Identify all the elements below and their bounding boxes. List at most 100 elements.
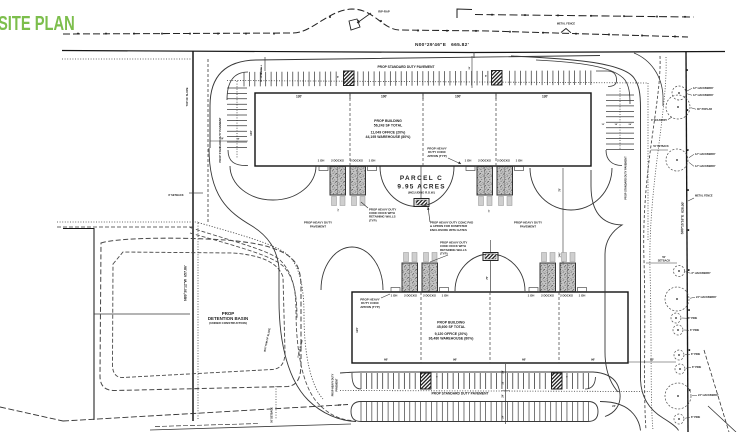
svg-text:PROP HEAVY DUTY: PROP HEAVY DUTY <box>369 208 396 212</box>
svg-text:PAVEMENT: PAVEMENT <box>310 224 326 228</box>
svg-text:PROP STANDARD DUTY PAVEMENT: PROP STANDARD DUTY PAVEMENT <box>431 392 488 396</box>
svg-text:66': 66' <box>522 358 526 362</box>
svg-text:TOP OF SLOPE: TOP OF SLOPE <box>185 87 189 106</box>
svg-text:8" PINE: 8" PINE <box>691 353 700 356</box>
svg-text:8" HACKBERRY: 8" HACKBERRY <box>692 272 711 275</box>
svg-text:75': 75' <box>558 188 562 192</box>
svg-text:(TYP): (TYP) <box>369 218 377 222</box>
svg-text:50': 50' <box>662 255 666 259</box>
svg-text:60': 60' <box>650 358 654 362</box>
svg-text:PROP STANDARD DUTY PAVEMENT: PROP STANDARD DUTY PAVEMENT <box>625 156 628 200</box>
svg-text:1 OH: 1 OH <box>465 159 472 163</box>
svg-text:PROP HEAVY DUTY: PROP HEAVY DUTY <box>514 221 542 225</box>
svg-text:PROP BUILDING: PROP BUILDING <box>437 321 465 325</box>
svg-text:24': 24' <box>502 394 505 398</box>
svg-text:PROP BUILDING: PROP BUILDING <box>374 119 402 123</box>
svg-text:75': 75' <box>485 276 489 280</box>
svg-text:1 OH: 1 OH <box>579 294 586 298</box>
svg-text:2 DOCKS: 2 DOCKS <box>560 294 573 298</box>
svg-text:50' SETBACK: 50' SETBACK <box>653 145 669 148</box>
svg-text:DUTY CONC: DUTY CONC <box>361 301 380 305</box>
svg-text:PROP HEAVY DUTY: PROP HEAVY DUTY <box>440 241 467 245</box>
svg-text:RETAINING WALLS: RETAINING WALLS <box>369 215 396 219</box>
svg-text:10' SETBACK: 10' SETBACK <box>260 68 263 83</box>
svg-text:15': 15' <box>489 209 491 212</box>
svg-text:96': 96' <box>591 358 595 362</box>
svg-text:18': 18' <box>237 139 240 141</box>
svg-text:2 DOCKS: 2 DOCKS <box>404 294 417 298</box>
svg-text:(UNDER CONSTRUCTION): (UNDER CONSTRUCTION) <box>209 321 247 325</box>
svg-text:CONC DOCK WITH: CONC DOCK WITH <box>369 211 395 215</box>
svg-text:TOP OF SLOPE: TOP OF SLOPE <box>297 339 304 358</box>
svg-text:12" HACKBERRY: 12" HACKBERRY <box>693 94 714 97</box>
svg-text:100': 100' <box>455 95 461 99</box>
svg-text:PROP: PROP <box>222 311 235 316</box>
svg-text:18' STALL: 18' STALL <box>260 64 263 75</box>
svg-text:1 OH: 1 OH <box>442 294 449 298</box>
svg-text:ENCLOSURE WITH GATES: ENCLOSURE WITH GATES <box>430 228 467 232</box>
svg-text:METAL FENCE: METAL FENCE <box>557 22 575 26</box>
svg-text:SETBACK: SETBACK <box>658 259 671 263</box>
svg-text:2 DOCKS: 2 DOCKS <box>350 159 363 163</box>
svg-text:120': 120' <box>355 327 359 333</box>
svg-text:24': 24' <box>220 138 224 141</box>
svg-text:2 DOCKS: 2 DOCKS <box>541 294 554 298</box>
svg-text:PROP HEAVY: PROP HEAVY <box>360 298 379 302</box>
svg-text:11,049 OFFICE (20%): 11,049 OFFICE (20%) <box>371 130 406 134</box>
svg-text:METAL FENCE: METAL FENCE <box>695 195 713 198</box>
svg-text:APRON (TYP): APRON (TYP) <box>427 154 447 158</box>
svg-text:8' SETBACK: 8' SETBACK <box>168 193 183 197</box>
svg-text:50' SETBACK: 50' SETBACK <box>271 407 274 423</box>
svg-text:75': 75' <box>338 208 340 211</box>
svg-text:24': 24' <box>468 66 471 69</box>
svg-text:1 OH: 1 OH <box>369 159 376 163</box>
svg-text:18': 18' <box>502 381 505 385</box>
svg-text:36,480 WAREHOUSE (80%): 36,480 WAREHOUSE (80%) <box>429 336 474 340</box>
svg-text:PAVEMENT: PAVEMENT <box>520 224 536 228</box>
svg-text:1 OH: 1 OH <box>516 159 523 163</box>
svg-text:96': 96' <box>453 358 457 362</box>
svg-text:PROP HEAVY DUTY CONC PAD: PROP HEAVY DUTY CONC PAD <box>430 221 473 225</box>
svg-text:DETENTION BASIN: DETENTION BASIN <box>208 316 248 321</box>
svg-text:2 DOCKS: 2 DOCKS <box>497 159 510 163</box>
svg-text:6': 6' <box>485 75 487 78</box>
svg-text:2 DOCKS: 2 DOCKS <box>423 294 436 298</box>
svg-text:2 DOCKS: 2 DOCKS <box>478 159 491 163</box>
svg-text:PROP HEAVY DUTY: PROP HEAVY DUTY <box>332 373 335 396</box>
svg-text:1 OH: 1 OH <box>391 294 398 298</box>
svg-text:PROP STANDARD DUTY PAVEMENT: PROP STANDARD DUTY PAVEMENT <box>377 65 434 69</box>
svg-text:8" MULBERRY: 8" MULBERRY <box>651 120 667 122</box>
svg-text:130': 130' <box>249 130 253 136</box>
svg-text:56,243 SF TOTAL: 56,243 SF TOTAL <box>374 123 403 127</box>
svg-text:30" POPLAR: 30" POPLAR <box>697 108 712 111</box>
svg-text:PAVEMENT: PAVEMENT <box>336 378 339 391</box>
svg-text:PROP STANDARD DUTY PAVEMENT: PROP STANDARD DUTY PAVEMENT <box>218 117 222 162</box>
svg-text:24" HACKBERRY: 24" HACKBERRY <box>698 394 719 397</box>
svg-text:130': 130' <box>542 95 548 99</box>
svg-text:12" HACKBERRY: 12" HACKBERRY <box>695 153 716 156</box>
svg-text:140': 140' <box>558 252 562 257</box>
svg-text:PROP HEAVY DUTY: PROP HEAVY DUTY <box>304 221 332 225</box>
svg-text:N00°29'46"E 665.82': N00°29'46"E 665.82' <box>415 42 469 48</box>
svg-text:18': 18' <box>615 124 618 126</box>
svg-text:12" HACKBERRY: 12" HACKBERRY <box>695 165 716 168</box>
svg-text:100': 100' <box>381 95 387 99</box>
svg-text:(TYP): (TYP) <box>440 252 448 256</box>
svg-text:CONC DOCK WITH: CONC DOCK WITH <box>440 244 466 248</box>
svg-text:S00°15'16"E 628.00': S00°15'16"E 628.00' <box>680 201 685 234</box>
svg-text:(INCLUDING R.O.W.): (INCLUDING R.O.W.) <box>408 190 435 194</box>
svg-text:& APRON FOR DUMPSTER: & APRON FOR DUMPSTER <box>430 224 468 228</box>
svg-text:130': 130' <box>296 95 302 99</box>
svg-text:DUTY CONC: DUTY CONC <box>428 150 447 154</box>
svg-text:24': 24' <box>502 415 505 419</box>
svg-text:24': 24' <box>502 370 505 374</box>
svg-text:9,120 OFFICE (20%): 9,120 OFFICE (20%) <box>435 332 468 336</box>
svg-text:BOTTOM OF SLOPE: BOTTOM OF SLOPE <box>264 327 272 352</box>
svg-text:PARCEL C: PARCEL C <box>400 175 443 182</box>
svg-text:N89°30'12"W 657.86': N89°30'12"W 657.86' <box>184 265 188 301</box>
svg-text:24" HACKBERRY: 24" HACKBERRY <box>696 296 717 299</box>
svg-text:66': 66' <box>384 358 388 362</box>
svg-text:8" PINE: 8" PINE <box>692 366 701 369</box>
svg-text:24': 24' <box>612 404 616 408</box>
svg-text:RETAINING WALLS: RETAINING WALLS <box>440 248 467 252</box>
